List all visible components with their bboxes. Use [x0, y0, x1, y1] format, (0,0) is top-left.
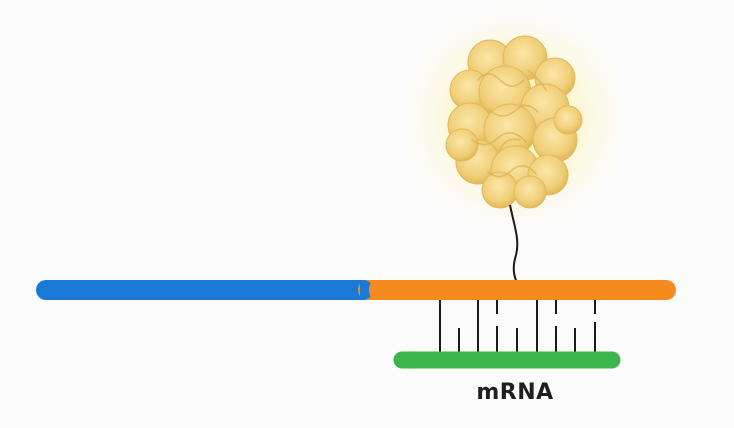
protein-blob-icon: [445, 35, 583, 209]
protein-linker: [509, 204, 519, 284]
base-pairs: [439, 298, 596, 352]
protein-folds: [471, 69, 547, 178]
mrna-label: mRNA: [476, 380, 554, 405]
